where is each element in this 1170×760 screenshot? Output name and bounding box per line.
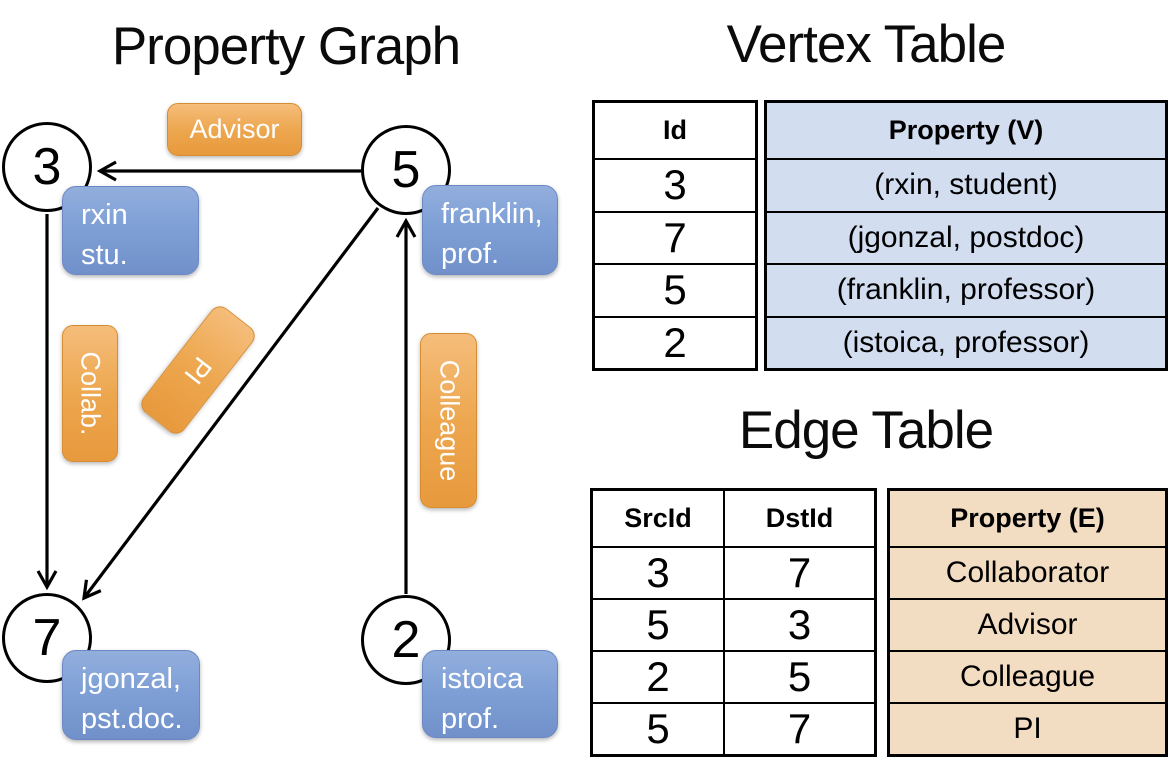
edge-table-property-cell: Collaborator: [890, 546, 1165, 598]
node-5-id: 5: [391, 141, 421, 199]
edge-label-collab: Collab.: [62, 325, 118, 462]
graph-node-2: 2: [361, 595, 451, 685]
edge-pi-5-to-7: [82, 207, 380, 601]
edge-table-property-cell: PI: [890, 702, 1165, 754]
vertex-table-id-column: Id 3 7 5 2: [592, 100, 758, 371]
edge-label-colleague: Colleague: [420, 333, 477, 508]
node-3-property-box: rxin stu.: [62, 186, 199, 275]
vertex-table-property-cell: (jgonzal, postdoc): [767, 210, 1165, 264]
vertex-table-header-id: Id: [663, 115, 687, 145]
edge-table-header-dstid: DstId: [723, 491, 874, 546]
vertex-table-property-cell: (istoica, professor): [767, 315, 1165, 369]
node-2-property-line2: prof.: [441, 703, 500, 736]
graph-node-5: 5: [361, 125, 451, 215]
node-3-id: 3: [32, 138, 62, 196]
vertex-table-id-cell: 2: [595, 315, 755, 369]
node-7-id: 7: [32, 609, 62, 667]
edge-label-collab-text: Collab.: [75, 351, 106, 436]
vertex-table-header-property: Property (V): [888, 115, 1044, 145]
edge-table-property-column: Property (E) Collaborator Advisor Collea…: [887, 488, 1168, 757]
node-2-property-line1: istoica: [441, 663, 524, 695]
edge-table-dstid-cell: 3: [723, 598, 874, 650]
vertex-table-id-cell: 5: [595, 263, 755, 316]
edge-table-dstid-cell: 7: [723, 546, 874, 598]
edge-table-dstid-cell: 7: [723, 702, 874, 754]
edge-table-property-cell: Colleague: [890, 650, 1165, 702]
vertex-table: Id 3 7 5 2 Property (V) (rxin, student) …: [592, 100, 1168, 371]
edge-label-pi-text: PI: [178, 351, 219, 390]
edge-table-header-property: Property (E): [950, 503, 1105, 533]
edge-table-srcid-cell: 5: [593, 702, 723, 754]
graph-edges-layer: [36, 160, 417, 601]
edge-table-srcid-cell: 2: [593, 650, 723, 702]
property-graph-title: Property Graph: [111, 17, 461, 76]
edge-table-dstid-cell: 5: [723, 650, 874, 702]
edge-table-property-cell: Advisor: [890, 598, 1165, 650]
node-5-property-line1: franklin,: [441, 198, 543, 230]
node-5-property-box: franklin, prof.: [422, 185, 558, 275]
edge-table-title: Edge Table: [738, 401, 994, 460]
vertex-table-title: Vertex Table: [726, 15, 1007, 74]
edge-table-header-srcid: SrcId: [624, 503, 692, 533]
edge-label-colleague-text: Colleague: [434, 359, 464, 482]
node-2-property-box: istoica prof.: [422, 650, 558, 738]
edge-table-srcid-cell: 5: [593, 598, 723, 650]
node-7-property-box: jgonzal, pst.doc.: [62, 650, 200, 740]
edge-table: SrcId DstId 3 7 5 3 2 5 5 7 Property (E)…: [590, 488, 1168, 757]
node-2-id: 2: [391, 611, 421, 669]
edge-table-srcid-cell: 3: [593, 546, 723, 598]
vertex-table-id-cell: 7: [595, 210, 755, 264]
edge-table-src-dst-columns: SrcId DstId 3 7 5 3 2 5 5 7: [590, 488, 877, 757]
node-7-property-line1: jgonzal,: [81, 663, 181, 695]
edge-label-advisor: Advisor: [167, 103, 302, 156]
vertex-table-id-cell: 3: [595, 158, 755, 211]
node-5-property-line2: prof.: [441, 238, 500, 271]
vertex-table-property-column: Property (V) (rxin, student) (jgonzal, p…: [764, 100, 1168, 371]
node-3-property-line1: rxin: [81, 199, 128, 231]
node-3-property-line2: stu.: [81, 239, 128, 272]
vertex-table-property-cell: (rxin, student): [767, 158, 1165, 211]
vertex-table-property-cell: (franklin, professor): [767, 263, 1165, 316]
node-7-property-line2: pst.doc.: [81, 703, 183, 736]
